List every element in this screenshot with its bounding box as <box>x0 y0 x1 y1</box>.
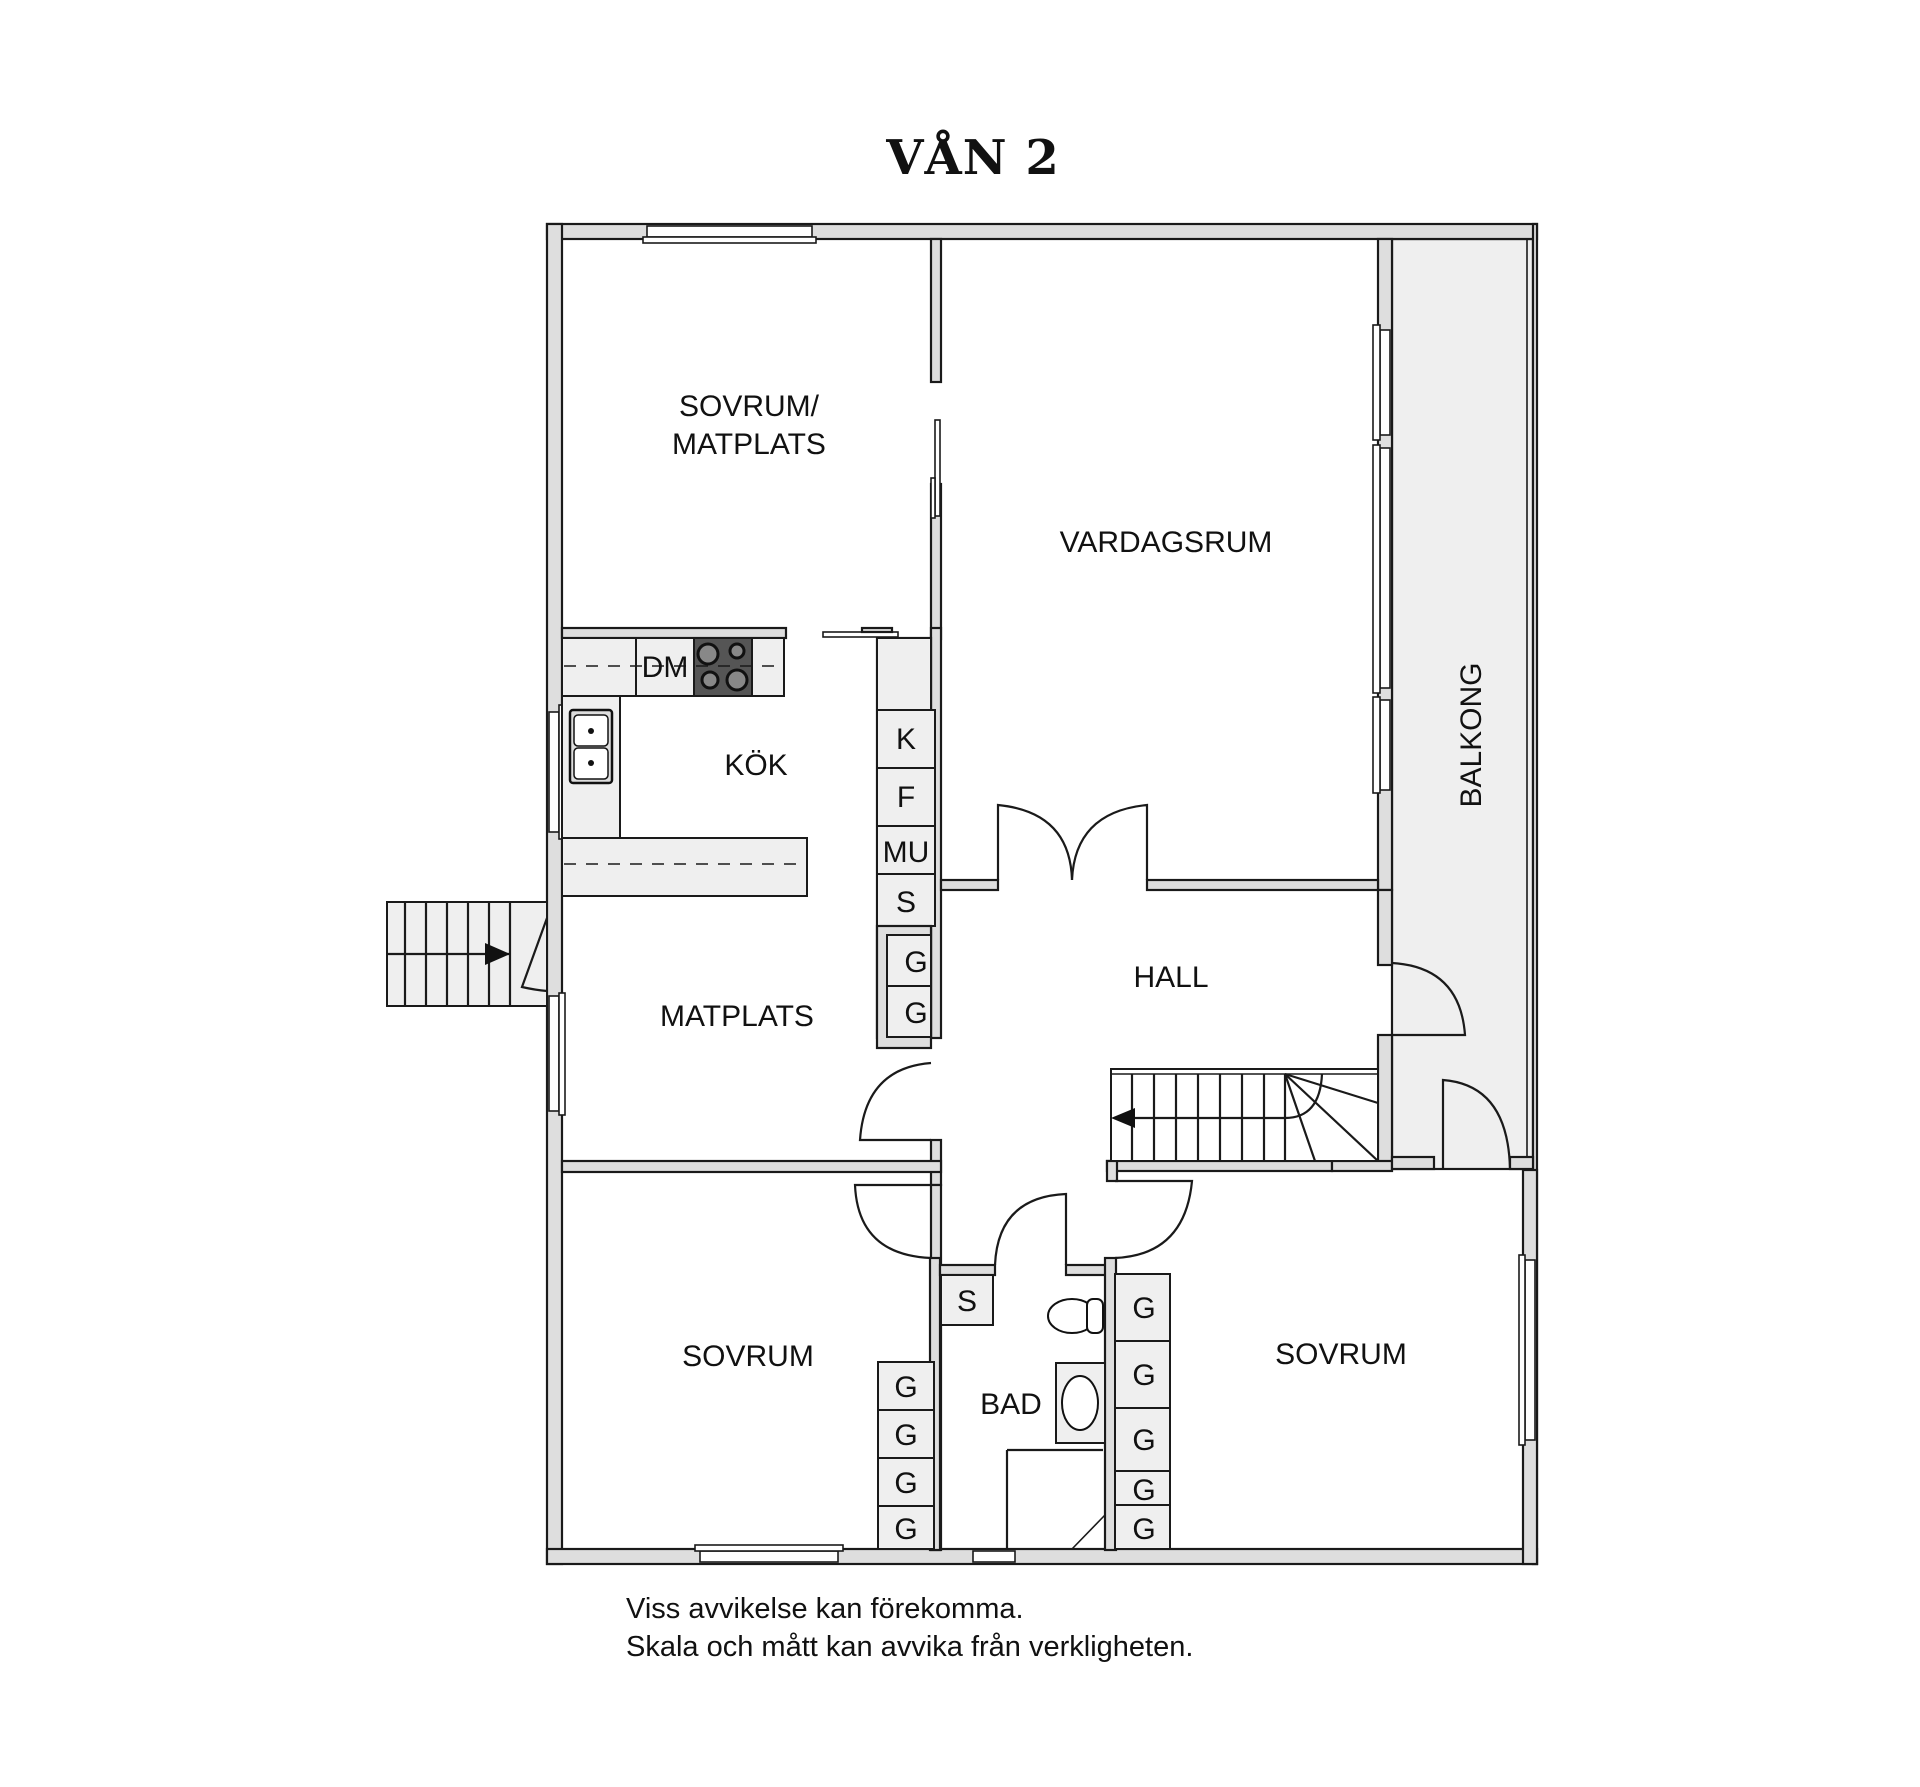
room-label-balkong: BALKONG <box>1455 662 1488 807</box>
closet-label: G <box>894 1419 917 1452</box>
fridge-label: K <box>896 723 916 756</box>
arrow-left-icon <box>1111 1108 1135 1128</box>
exterior-stairs <box>386 901 549 1007</box>
cabinet-label: S <box>896 886 916 919</box>
sovrum-right-closets: G G G G G <box>1114 1273 1171 1550</box>
disclaimer: Viss avvikelse kan förekomma. Skala och … <box>626 1590 1193 1666</box>
room-label-sovrum-matplats-2: MATPLATS <box>672 428 826 461</box>
room-label-hall: HALL <box>1133 961 1208 994</box>
doors <box>853 803 1512 1266</box>
room-label-sovrum-matplats: SOVRUM/ <box>679 390 820 423</box>
disclaimer-line-2: Skala och mått kan avvika från verklighe… <box>626 1631 1194 1663</box>
closet-label: G <box>1132 1424 1155 1457</box>
room-label-sovrum-left: SOVRUM <box>682 1340 814 1373</box>
closet-label: G <box>894 1371 917 1404</box>
closet-label: G <box>1132 1474 1155 1507</box>
room-label-sovrum-right: SOVRUM <box>1275 1338 1407 1371</box>
closet-label: G <box>894 1467 917 1500</box>
hall-closets: G G <box>875 924 933 1050</box>
bath-cabinet-label: S <box>957 1285 977 1318</box>
room-label-bad: BAD <box>980 1388 1042 1421</box>
washbasin-icon <box>1061 1375 1099 1431</box>
interior-stairs <box>1110 1068 1379 1162</box>
kitchen-sliding-door <box>822 631 899 638</box>
closet-label: G <box>1132 1359 1155 1392</box>
windows <box>548 225 1536 1563</box>
closet-label: G <box>904 946 927 979</box>
disclaimer-line-1: Viss avvikelse kan förekomma. <box>626 1593 1024 1625</box>
floor-title: VÅN 2 <box>886 130 1060 186</box>
closet-label: G <box>1132 1292 1155 1325</box>
room-label-matplats: MATPLATS <box>660 1000 814 1033</box>
burner-icon <box>696 642 720 666</box>
freezer-label: F <box>897 781 915 814</box>
bathroom-fixtures: S <box>940 1274 1106 1550</box>
room-label-kok: KÖK <box>724 749 787 782</box>
closet-label: G <box>904 997 927 1030</box>
closet-label: G <box>1132 1513 1155 1546</box>
sliding-door <box>934 419 941 517</box>
dishwasher <box>635 637 695 697</box>
dishwasher-label: DM <box>642 651 689 684</box>
closet-label: G <box>894 1513 917 1546</box>
room-label-vardagsrum: VARDAGSRUM <box>1060 526 1273 559</box>
sovrum-left-closets: G G G G <box>877 1361 935 1550</box>
microwave-label: MU <box>883 836 930 869</box>
arrow-right-icon <box>485 943 510 965</box>
appliance-column: K F MU S <box>876 637 936 927</box>
kitchen-counters <box>561 637 808 897</box>
